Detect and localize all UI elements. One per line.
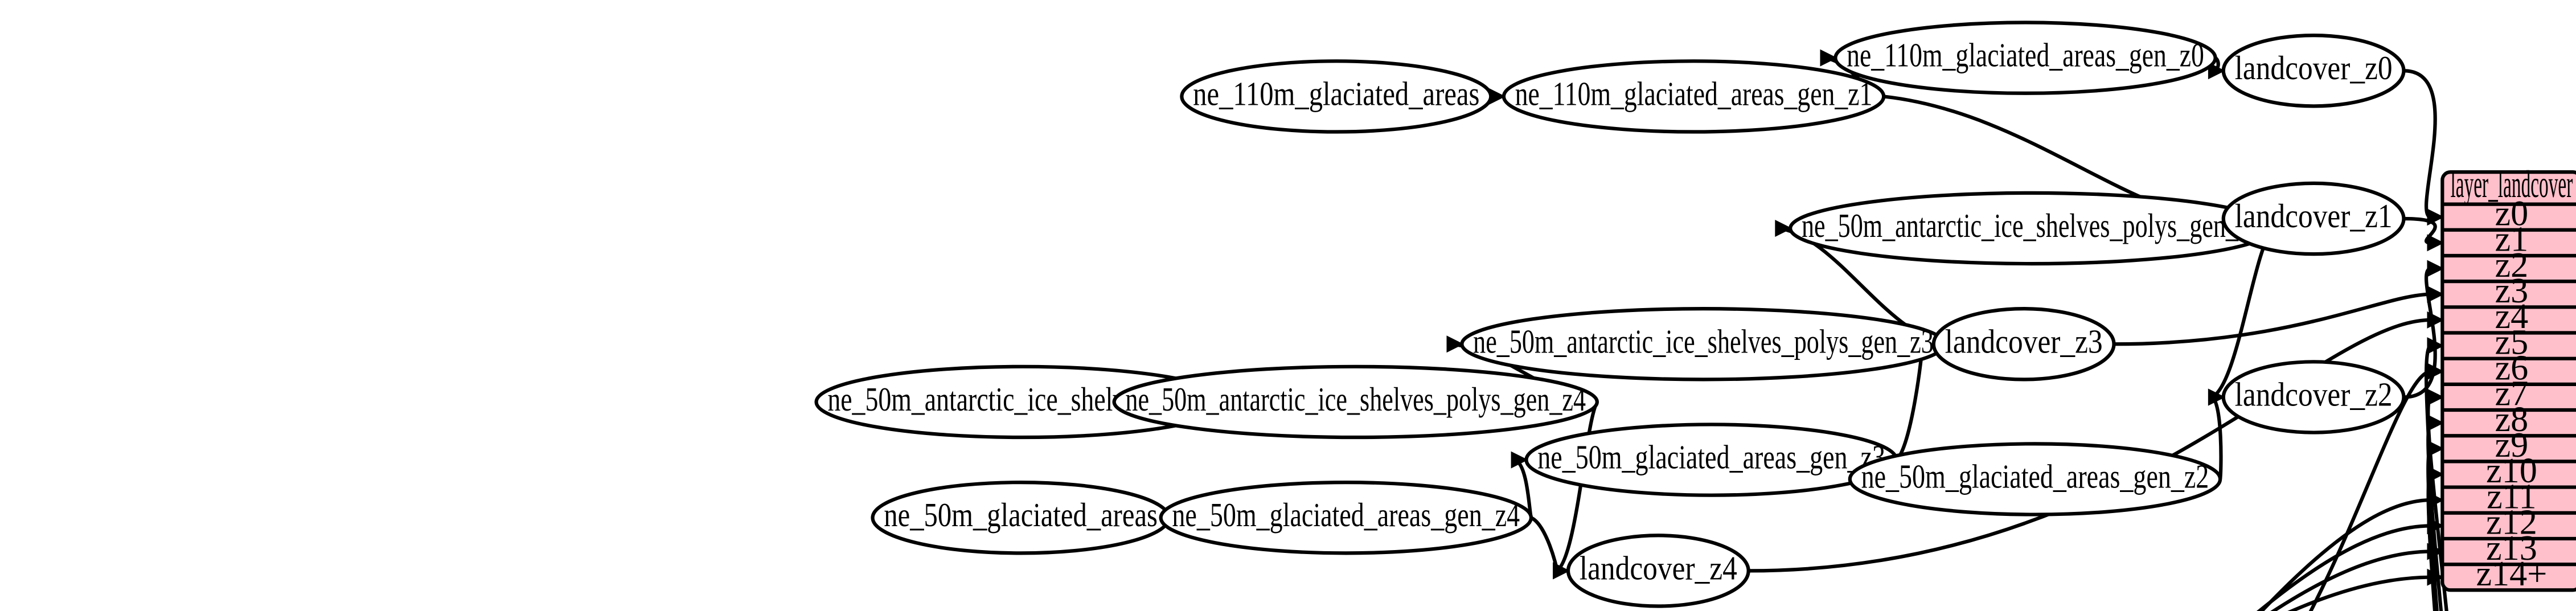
edge xyxy=(2259,498,2431,611)
graph-node[interactable]: ne_50m_antarctic_ice_shelves_polys_gen_z… xyxy=(1789,191,2275,266)
node-label: landcover_z0 xyxy=(2235,49,2393,87)
node-label: ne_110m_glaciated_areas_gen_z1 xyxy=(1515,75,1873,112)
table-row-label[interactable]: z14+ xyxy=(2476,555,2547,593)
node-label: ne_50m_antarctic_ice_shelves_polys_gen_z… xyxy=(1473,322,1934,360)
table-row-label[interactable]: z6 xyxy=(2495,349,2529,388)
node-ellipse xyxy=(1112,364,1599,440)
graph-node[interactable]: landcover_z0 xyxy=(2221,34,2406,108)
node-label: ne_110m_glaciated_areas xyxy=(1193,75,1479,112)
node-label: ne_50m_antarctic_ice_shelves_polys_gen_z… xyxy=(1802,207,2262,244)
nodes-layer: imposm3osm_landcover_polygonsimplify_vw_… xyxy=(814,20,2406,608)
node-label: ne_50m_glaciated_areas_gen_z4 xyxy=(1172,496,1520,534)
node-ellipse xyxy=(1931,307,2116,382)
node-label: ne_50m_glaciated_areas xyxy=(884,496,1158,534)
edge-arrowhead xyxy=(2427,363,2444,380)
table-row-label[interactable]: z7 xyxy=(2495,375,2529,413)
edge-arrowhead xyxy=(2208,62,2225,80)
node-ellipse xyxy=(1180,59,1493,134)
graph-node[interactable]: landcover_z1 xyxy=(2221,181,2406,256)
edge-arrowhead xyxy=(2427,543,2444,560)
table-row-label[interactable]: z10 xyxy=(2486,452,2537,490)
edge xyxy=(2256,524,2431,611)
table-row-label[interactable]: z5 xyxy=(2495,323,2529,362)
graph-node[interactable]: landcover_z4 xyxy=(1566,534,1750,608)
edge-arrowhead xyxy=(2427,285,2444,303)
table-row-label[interactable]: z13 xyxy=(2486,529,2537,568)
table-row-label[interactable]: z3 xyxy=(2495,272,2529,310)
graph-node[interactable]: ne_50m_glaciated_areas_gen_z2 xyxy=(1848,442,2222,516)
edge-arrowhead xyxy=(2427,388,2444,406)
node-label: ne_110m_glaciated_areas_gen_z0 xyxy=(1847,36,2204,74)
edge-arrowhead xyxy=(2208,388,2225,406)
table-row-label[interactable]: z0 xyxy=(2495,194,2529,233)
table-row-label[interactable]: z8 xyxy=(2495,400,2529,439)
edge-arrowhead xyxy=(2427,491,2444,509)
edge xyxy=(1556,401,1599,572)
edge xyxy=(2403,69,2437,219)
node-label: ne_50m_antarctic_ice_shelves_polys_gen_z… xyxy=(1125,380,1586,418)
node-label: landcover_z2 xyxy=(2235,375,2393,413)
edge-arrowhead xyxy=(2427,337,2444,355)
edge xyxy=(2403,266,2437,399)
table-row-label[interactable]: z1 xyxy=(2495,220,2529,259)
graph-node[interactable]: ne_110m_glaciated_areas_gen_z1 xyxy=(1502,59,1886,134)
graph-node[interactable]: ne_110m_glaciated_areas xyxy=(1180,59,1493,134)
node-label: ne_50m_glaciated_areas_gen_z2 xyxy=(1861,458,2209,495)
edge-arrowhead xyxy=(2427,517,2444,535)
edge-arrowhead xyxy=(2427,465,2444,483)
node-ellipse xyxy=(1502,59,1886,134)
node-ellipse xyxy=(1848,442,2222,516)
node-label: ne_50m_glaciated_areas_gen_z3 xyxy=(1537,438,1885,476)
edge-arrowhead xyxy=(1820,49,1837,67)
node-ellipse xyxy=(2221,34,2406,108)
edge-arrowhead xyxy=(2427,414,2444,432)
graph-node[interactable]: landcover_z2 xyxy=(2221,360,2406,434)
table-row-label[interactable]: z4 xyxy=(2495,297,2529,336)
graph-node[interactable]: ne_50m_glaciated_areas_gen_z3 xyxy=(1524,423,1898,497)
node-ellipse xyxy=(1159,480,1533,555)
edge-arrowhead xyxy=(2427,440,2444,457)
node-ellipse xyxy=(1833,20,2217,95)
table-node-layer: layer_landcoverz0z1z2z3z4z5z6z7z8z9z10z1… xyxy=(2440,163,2576,593)
graph-node[interactable]: ne_50m_antarctic_ice_shelves_polys_gen_z… xyxy=(1112,364,1599,440)
graph-node[interactable]: ne_50m_glaciated_areas_gen_z4 xyxy=(1159,480,1533,555)
node-label: landcover_z1 xyxy=(2235,197,2393,235)
edge-arrowhead xyxy=(2427,234,2444,252)
edge-arrowhead xyxy=(2427,311,2444,329)
edge-arrowhead xyxy=(1511,451,1528,469)
table-row-label[interactable]: z11 xyxy=(2487,477,2536,516)
edge xyxy=(2308,370,2432,611)
node-label: landcover_z4 xyxy=(1580,549,1737,587)
edge xyxy=(2287,575,2431,611)
edge xyxy=(2210,395,2223,479)
node-ellipse xyxy=(2221,360,2406,434)
node-ellipse xyxy=(2221,181,2406,256)
table-row-label[interactable]: z9 xyxy=(2495,426,2529,465)
table-header-label: layer_landcover xyxy=(2450,163,2573,206)
edge-arrowhead xyxy=(1446,335,1464,353)
table-row-label[interactable]: z2 xyxy=(2495,246,2529,285)
edge-arrowhead xyxy=(1553,562,1570,580)
edge xyxy=(2270,550,2431,611)
edge xyxy=(2403,216,2437,245)
node-label: landcover_z3 xyxy=(1945,322,2103,360)
edge xyxy=(1748,318,2431,573)
graph-node[interactable]: ne_110m_glaciated_areas_gen_z0 xyxy=(1833,20,2217,95)
edge-arrowhead xyxy=(2427,568,2444,586)
edge-arrowhead xyxy=(1775,219,1792,237)
table-row-label[interactable]: z12 xyxy=(2486,503,2537,542)
edge xyxy=(2114,292,2431,346)
edge-arrowhead xyxy=(2427,260,2444,277)
graph-node[interactable]: ne_50m_antarctic_ice_shelves_polys_gen_z… xyxy=(1460,307,1947,382)
graph-node[interactable]: landcover_z3 xyxy=(1931,307,2116,382)
graph-node[interactable]: ne_50m_glaciated_areas xyxy=(871,480,1171,555)
node-ellipse xyxy=(1566,534,1750,608)
layer-landcover-table[interactable]: layer_landcoverz0z1z2z3z4z5z6z7z8z9z10z1… xyxy=(2440,163,2576,593)
